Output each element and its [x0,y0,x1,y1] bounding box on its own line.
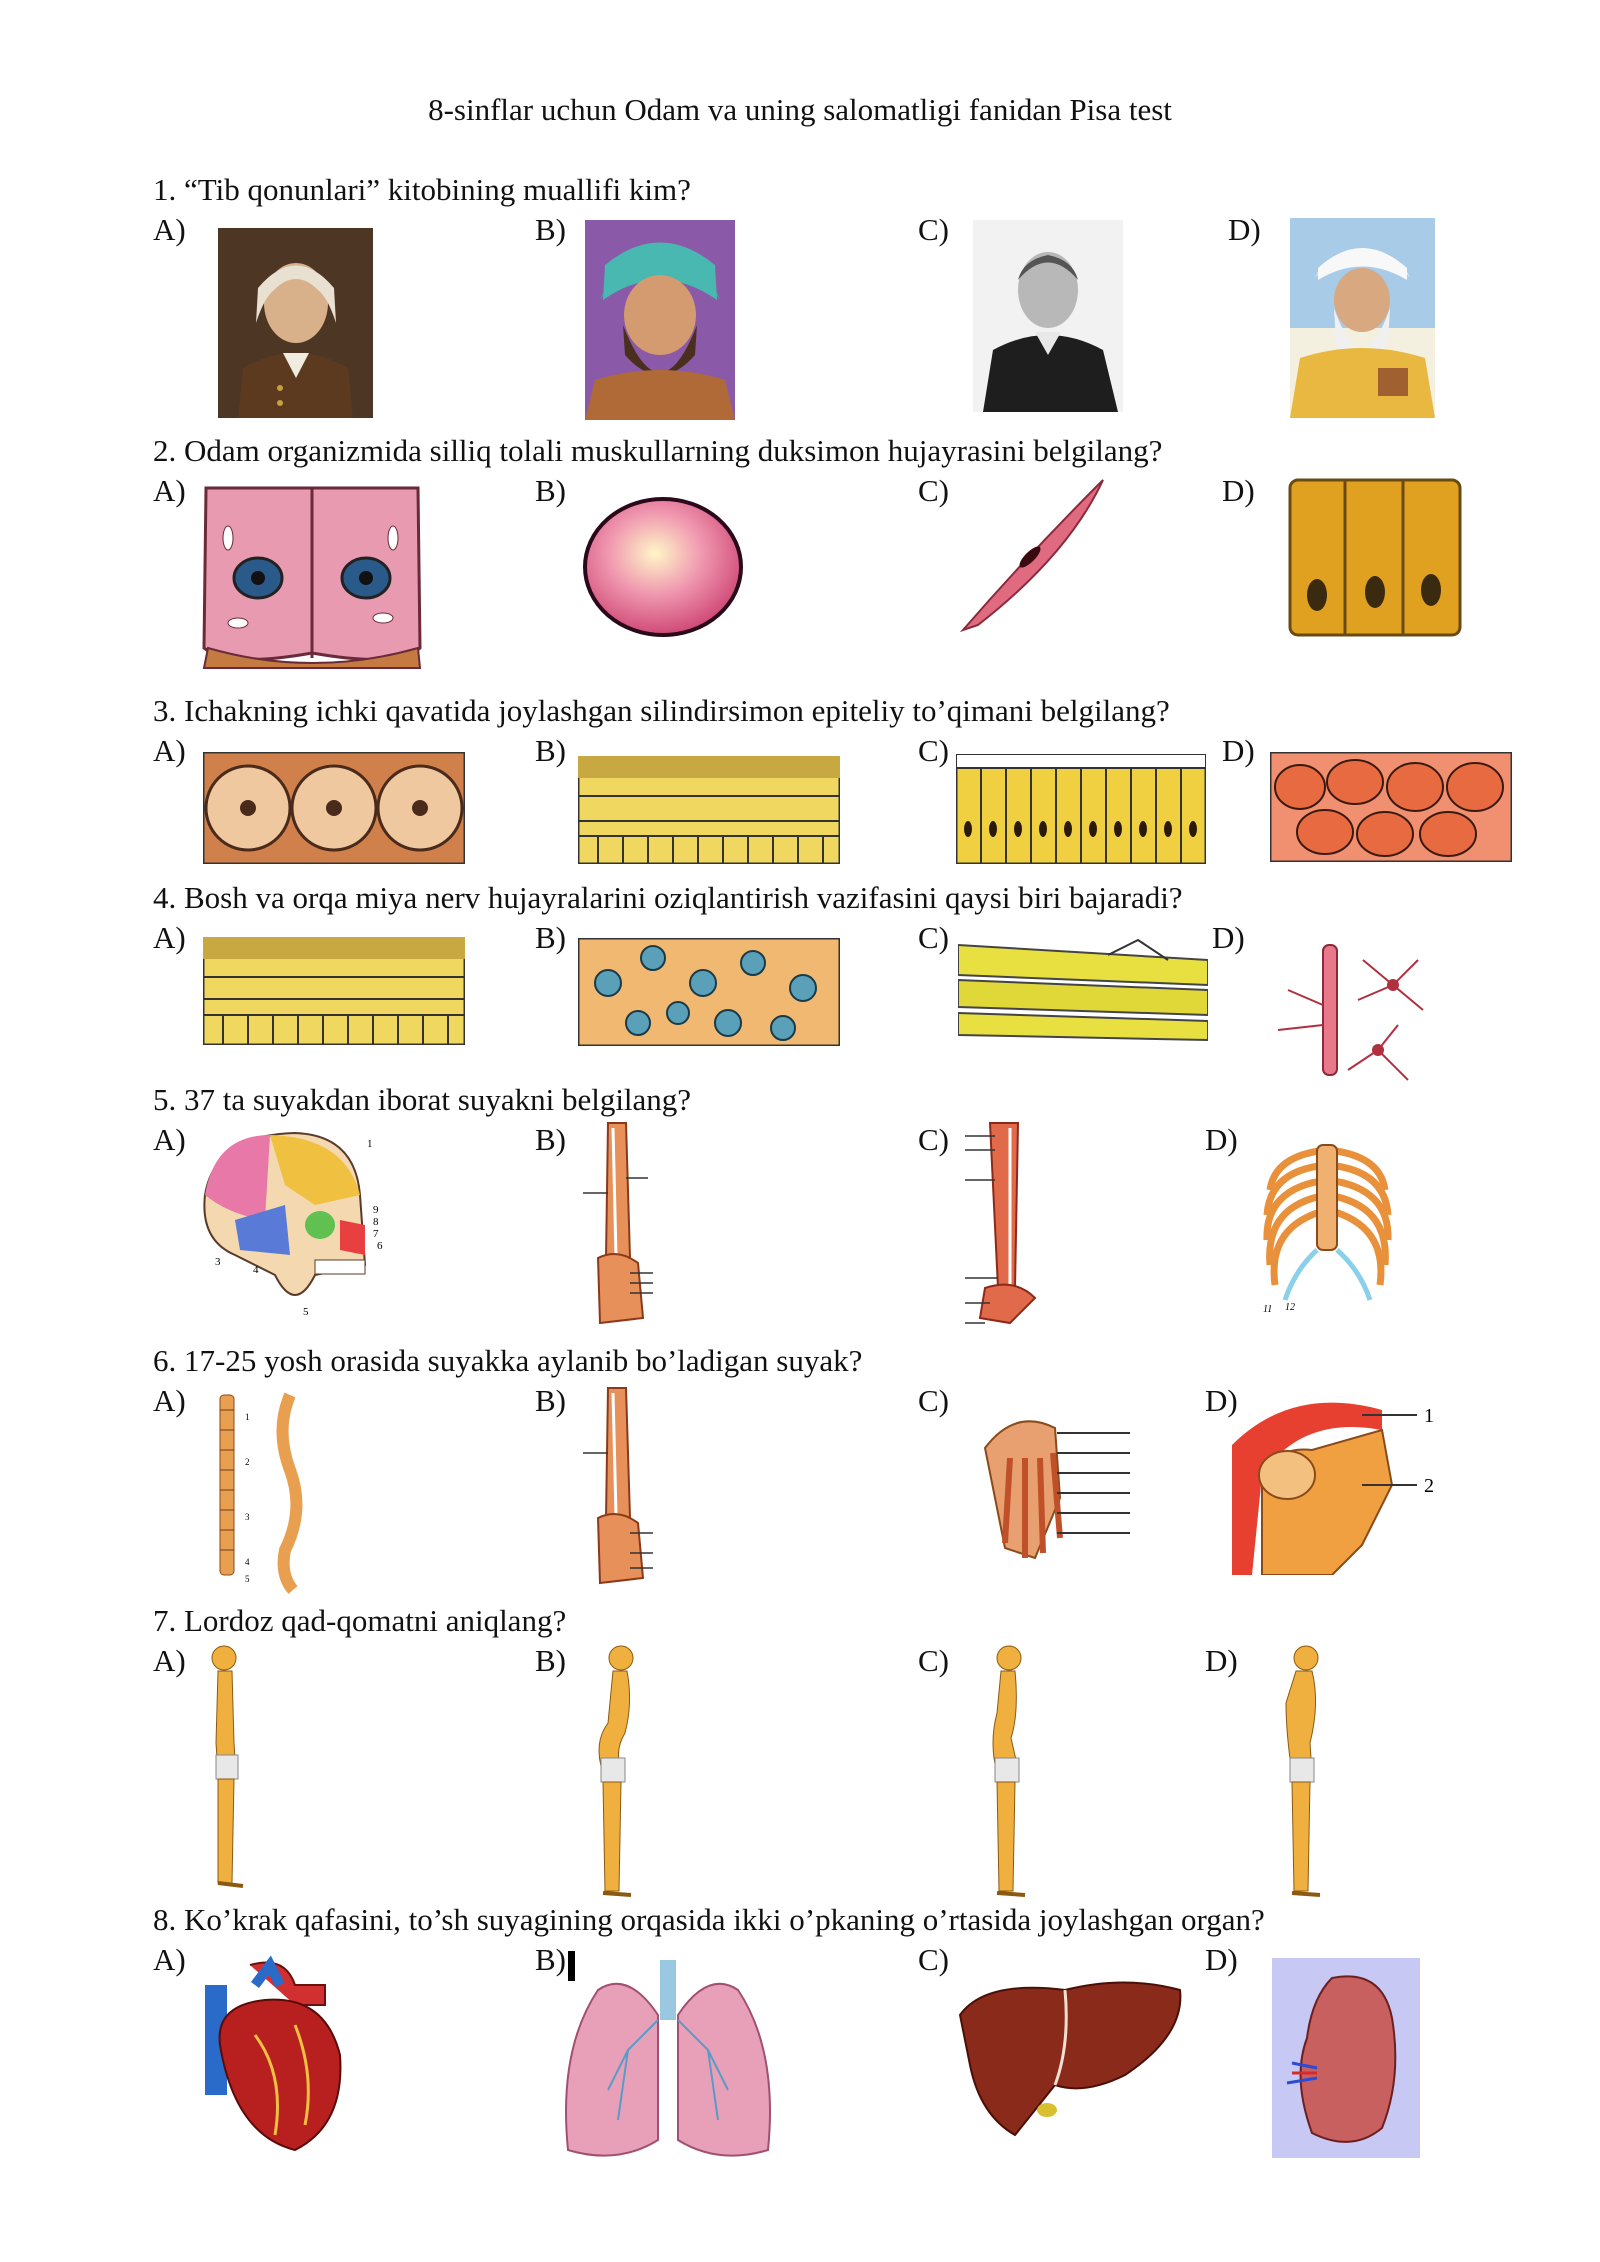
q6-option-a[interactable]: A) [153,1383,186,1418]
q5-option-a[interactable]: A) [153,1122,186,1157]
portrait-image-b[interactable] [585,220,735,420]
spine-label-5: 5 [245,1574,250,1584]
skull-label-7: 7 [373,1228,379,1240]
page-title: 8-sinflar uchun Odam va uning salomatlig… [428,92,1172,127]
posture-image-a[interactable] [198,1643,258,1888]
spine-image[interactable]: 1 2 3 4 5 [205,1390,310,1595]
cell-image-d[interactable] [1285,470,1465,645]
question-2: 2. Odam organizmida silliq tolali muskul… [153,433,1163,468]
q8-option-d[interactable]: D) [1205,1942,1238,1977]
question-3: 3. Ichakning ichki qavatida joylashgan s… [153,693,1170,728]
q7-option-a[interactable]: A) [153,1643,186,1678]
epithelium-image-d[interactable] [1270,752,1512,862]
skull-label-1: 1 [367,1138,373,1150]
cell-image-a[interactable] [198,478,426,673]
skull-label-8: 8 [373,1216,379,1228]
rib-label-11: 11 [1263,1304,1272,1315]
tissue-image-b[interactable] [578,938,840,1046]
question-5: 5. 37 ta suyakdan iborat suyakni belgila… [153,1082,692,1117]
q3-option-c[interactable]: C) [918,733,949,768]
spine-label-2: 2 [245,1457,250,1467]
q2-option-d[interactable]: D) [1222,473,1255,508]
posture-image-c[interactable] [975,1643,1035,1898]
epithelium-image-c[interactable] [956,754,1206,864]
tissue-image-a[interactable] [203,937,465,1045]
q2-option-a[interactable]: A) [153,473,186,508]
skull-label-4: 4 [253,1264,259,1276]
question-1: 1. “Tib qonunlari” kitobining muallifi k… [153,172,691,207]
skull-label-3: 3 [215,1256,221,1268]
q5-option-c[interactable]: C) [918,1122,949,1157]
skull-label-5: 5 [303,1306,309,1318]
hand-bones-image[interactable] [975,1408,1135,1568]
shoulder-image[interactable]: 1 2 [1232,1385,1442,1575]
skull-image[interactable]: 1 9 8 7 6 3 4 5 [195,1125,395,1320]
spine-label-1: 1 [245,1412,250,1422]
q6-option-c[interactable]: C) [918,1383,949,1418]
q1-option-d[interactable]: D) [1228,212,1261,247]
portrait-image-a[interactable] [218,228,373,418]
q4-option-b[interactable]: B) [535,920,566,955]
cell-image-c[interactable] [958,475,1108,635]
q4-option-c[interactable]: C) [918,920,949,955]
portrait-image-d[interactable] [1290,218,1435,418]
q4-option-d[interactable]: D) [1212,920,1245,955]
q3-option-d[interactable]: D) [1222,733,1255,768]
tissue-image-c[interactable] [958,935,1208,1043]
ribcage-image[interactable]: 11 12 [1255,1130,1400,1315]
portrait-image-c[interactable] [973,220,1123,412]
heart-image[interactable] [195,1955,350,2155]
spine-label-3: 3 [245,1512,250,1522]
q2-option-c[interactable]: C) [918,473,949,508]
posture-image-b[interactable] [583,1643,643,1898]
q6-option-d[interactable]: D) [1205,1383,1238,1418]
lungs-image[interactable] [558,1960,778,2165]
skull-label-9: 9 [373,1204,379,1216]
q1-option-c[interactable]: C) [918,212,949,247]
epithelium-image-a[interactable] [203,752,465,864]
shoulder-label-2: 2 [1424,1475,1434,1497]
q3-option-b[interactable]: B) [535,733,566,768]
cell-image-b[interactable] [578,492,748,642]
question-8: 8. Ko’krak qafasini, to’sh suyagining or… [153,1902,1265,1937]
arm-bones-image-b[interactable] [578,1383,658,1588]
q2-option-b[interactable]: B) [535,473,566,508]
q3-option-a[interactable]: A) [153,733,186,768]
q5-option-b[interactable]: B) [535,1122,566,1157]
question-6: 6. 17-25 yosh orasida suyakka aylanib bo… [153,1343,863,1378]
arm-bones-image-a[interactable] [578,1118,658,1328]
q6-option-b[interactable]: B) [535,1383,566,1418]
shoulder-label-1: 1 [1424,1405,1434,1427]
liver-image[interactable] [955,1975,1185,2145]
q4-option-a[interactable]: A) [153,920,186,955]
q7-option-d[interactable]: D) [1205,1643,1238,1678]
spleen-image[interactable] [1272,1958,1420,2158]
rib-label-12: 12 [1285,1302,1295,1313]
leg-bones-image-c[interactable] [960,1118,1050,1333]
q5-option-d[interactable]: D) [1205,1122,1238,1157]
spine-label-4: 4 [245,1557,250,1567]
question-4: 4. Bosh va orqa miya nerv hujayralarini … [153,880,1183,915]
q1-option-b[interactable]: B) [535,212,566,247]
q8-option-c[interactable]: C) [918,1942,949,1977]
q7-option-b[interactable]: B) [535,1643,566,1678]
q7-option-c[interactable]: C) [918,1643,949,1678]
text-cursor [568,1951,575,1981]
q8-option-a[interactable]: A) [153,1942,186,1977]
q8-option-b[interactable]: B) [535,1942,566,1977]
question-7: 7. Lordoz qad-qomatni aniqlang? [153,1603,567,1638]
posture-image-d[interactable] [1272,1643,1332,1898]
q1-option-a[interactable]: A) [153,212,186,247]
tissue-image-d[interactable] [1268,930,1428,1090]
skull-label-6: 6 [377,1240,383,1252]
epithelium-image-b[interactable] [578,756,840,864]
